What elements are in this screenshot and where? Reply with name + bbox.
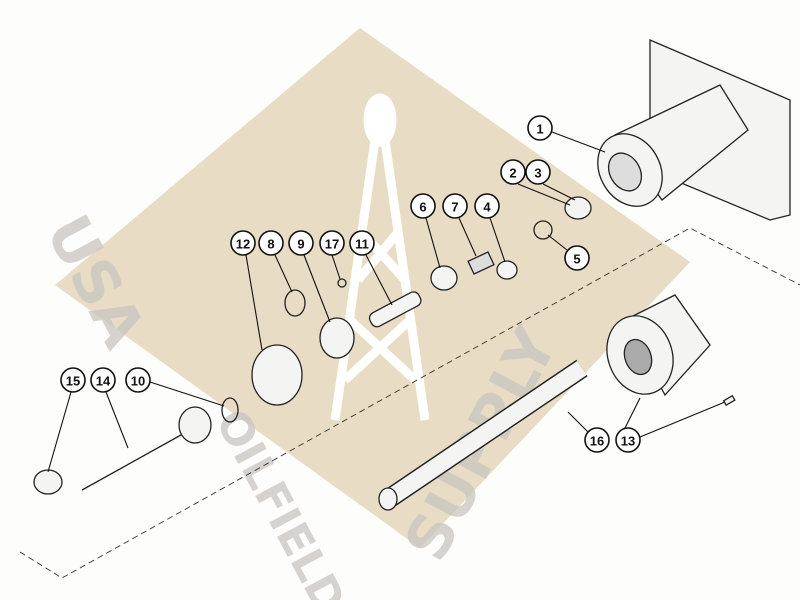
callout-number: 8	[267, 237, 274, 252]
callout-8: 8	[258, 230, 284, 256]
callout-4: 4	[474, 193, 500, 219]
callout-number: 16	[590, 434, 604, 449]
callout-number: 4	[483, 200, 491, 215]
part-nut-4	[496, 260, 518, 280]
callout-number: 2	[509, 166, 516, 181]
part-bushing-2-3	[564, 196, 592, 220]
callout-number: 6	[419, 200, 426, 215]
callout-number: 1	[536, 122, 543, 137]
callout-5: 5	[564, 245, 590, 271]
callout-circle	[349, 230, 375, 256]
part-ring-5	[533, 220, 553, 240]
watermark-diamond	[55, 28, 690, 548]
part-spring-7	[467, 251, 495, 275]
callout-circle	[410, 193, 436, 219]
callout-circle	[319, 230, 345, 256]
callout-10: 10	[125, 367, 151, 393]
part-collar-13-bore	[623, 338, 653, 376]
callout-12: 12	[230, 230, 256, 256]
callout-circle	[615, 427, 641, 453]
callout-number: 7	[451, 200, 458, 215]
callout-number: 3	[534, 166, 541, 181]
callout-number: 13	[621, 434, 635, 449]
part-snap-ring-10	[221, 397, 239, 423]
callout-circle	[527, 115, 553, 141]
callout-17: 17	[319, 230, 345, 256]
part-body-bore	[607, 152, 643, 192]
callout-circle	[288, 230, 314, 256]
callout-number: 10	[131, 374, 145, 389]
part-setscrew-13	[722, 394, 736, 406]
callout-circle	[525, 159, 551, 185]
part-bolt-14-shaft	[81, 429, 191, 491]
dashed-boundary	[19, 227, 800, 579]
watermark: USA OILFIELD SUPPLY	[32, 28, 690, 600]
callout-circle	[90, 367, 116, 393]
callout-number: 9	[297, 237, 304, 252]
callout-14: 14	[90, 367, 116, 393]
callout-number: 5	[573, 252, 580, 267]
callout-11: 11	[349, 230, 375, 256]
callout-15: 15	[60, 367, 86, 393]
callout-7: 7	[442, 193, 468, 219]
part-stem-11	[368, 291, 422, 328]
callout-number: 12	[236, 237, 250, 252]
part-ring-8	[284, 289, 306, 317]
callout-circle	[60, 367, 86, 393]
callout-number: 14	[96, 374, 111, 389]
leader-lines	[47, 131, 726, 473]
callout-circle	[125, 367, 151, 393]
parts	[33, 39, 791, 511]
part-sleeve-9	[319, 317, 355, 359]
callout-3: 3	[525, 159, 551, 185]
callout-circle	[258, 230, 284, 256]
callout-number: 17	[325, 237, 339, 252]
part-nut-15	[33, 469, 63, 495]
part-tube-16-end	[378, 487, 398, 511]
part-oring-17	[337, 278, 347, 288]
callout-circle	[474, 193, 500, 219]
callout-16: 16	[584, 427, 610, 453]
callout-1: 1	[527, 115, 553, 141]
part-cap-12	[251, 344, 303, 406]
part-seat-6	[430, 265, 458, 291]
callout-circle	[442, 193, 468, 219]
callout-9: 9	[288, 230, 314, 256]
callout-number: 11	[355, 237, 369, 252]
callout-13: 13	[615, 427, 641, 453]
part-tube-16-fill	[385, 360, 587, 506]
callout-number: 15	[66, 374, 80, 389]
callout-circle	[500, 159, 526, 185]
callout-6: 6	[410, 193, 436, 219]
callout-circle	[564, 245, 590, 271]
callout-2: 2	[500, 159, 526, 185]
part-bolt-14-head	[178, 406, 212, 444]
callout-circle	[230, 230, 256, 256]
callout-circle	[584, 427, 610, 453]
